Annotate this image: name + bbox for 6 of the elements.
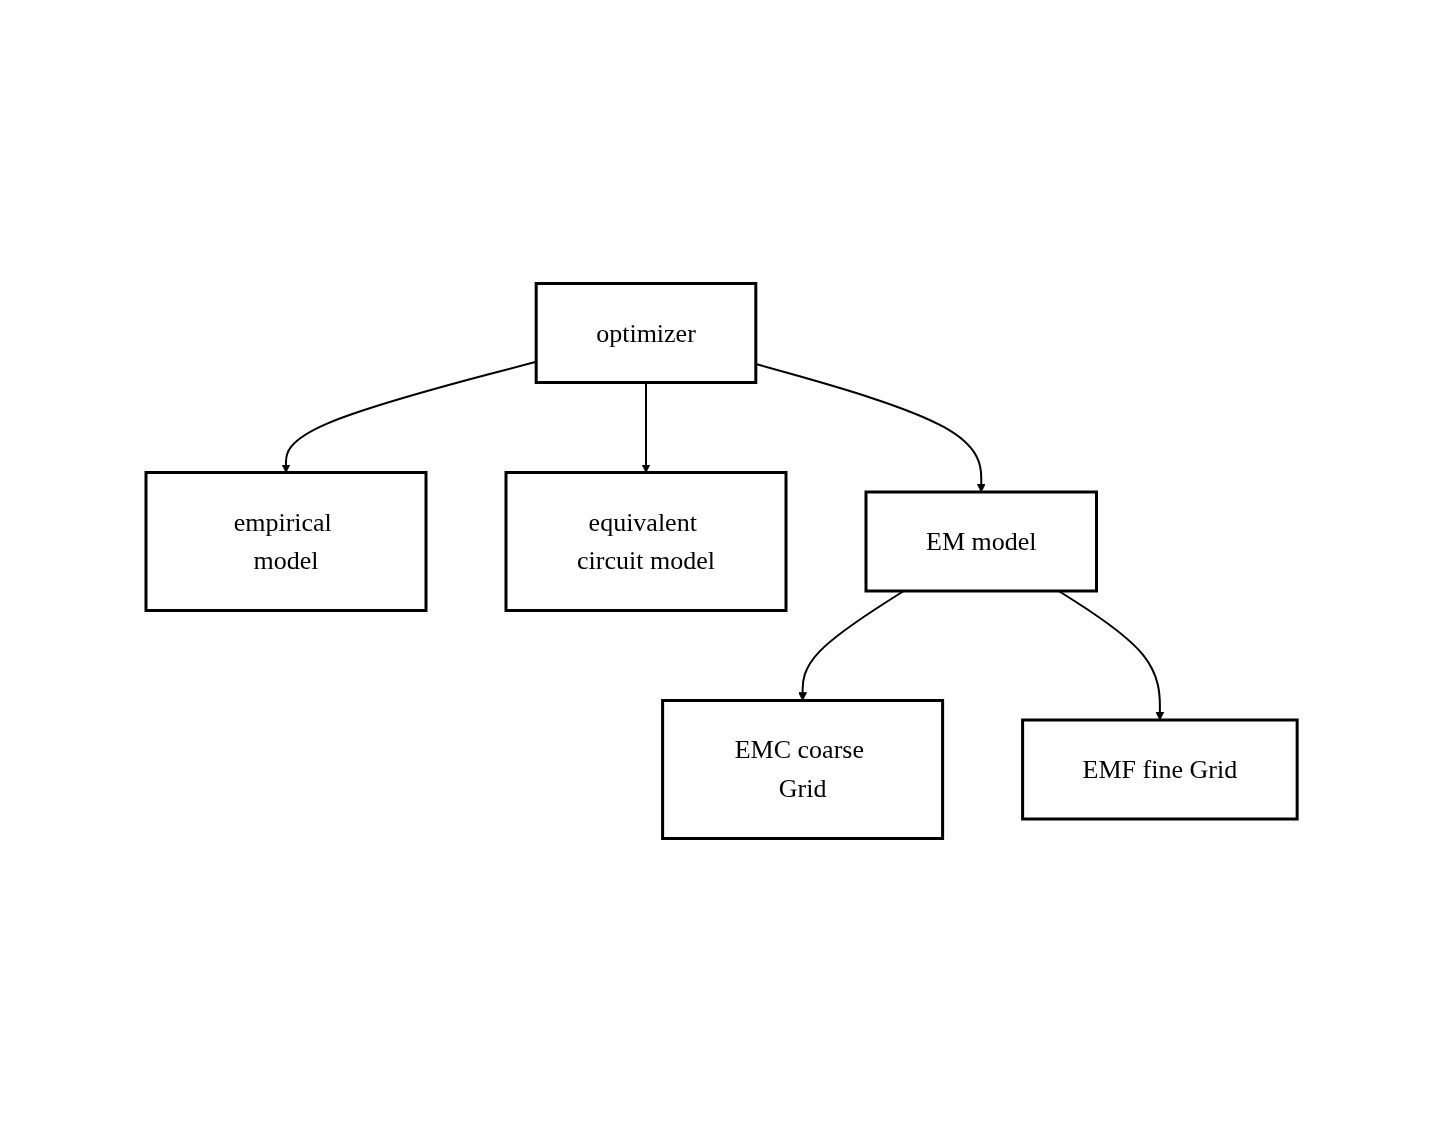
- node-box: equivalent circuit model: [504, 470, 788, 612]
- node-box: EMF fine Grid: [1021, 718, 1300, 820]
- node-box: EMC coarse Grid: [661, 698, 945, 840]
- node-box: empirical model: [144, 470, 428, 612]
- node-box: EM model: [864, 490, 1099, 592]
- node-box: optimizer: [535, 281, 758, 384]
